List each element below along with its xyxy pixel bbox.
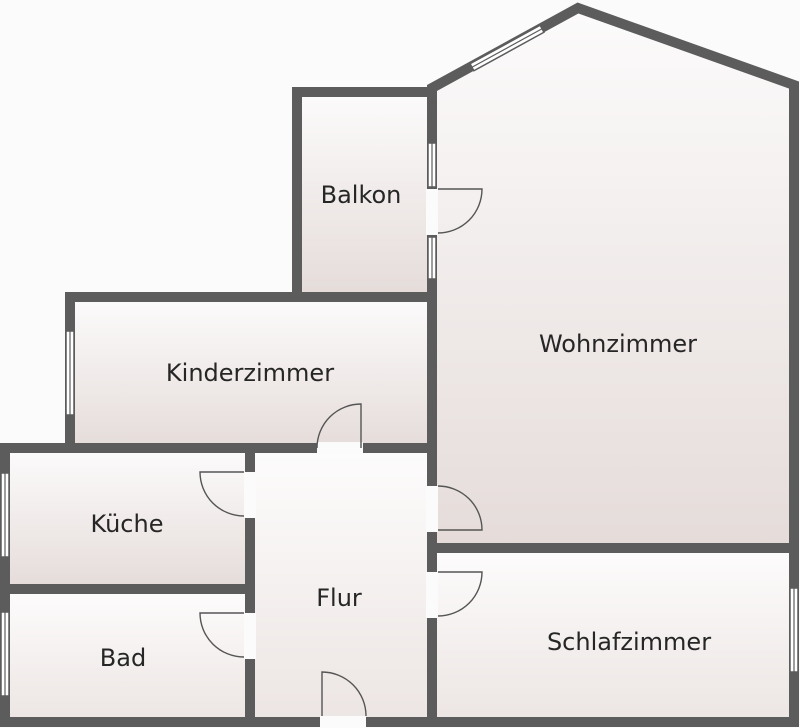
window-balkon-lower <box>427 236 437 280</box>
room-schlafzimmer <box>432 548 794 722</box>
door-kueche <box>199 471 245 517</box>
door-wohnzimmer <box>437 485 483 531</box>
door-balkon <box>437 188 483 234</box>
door-schlafzimmer <box>437 571 483 617</box>
label-balkon: Balkon <box>321 181 402 209</box>
room-balkon <box>297 92 432 295</box>
windows <box>0 24 799 697</box>
label-flur: Flur <box>316 584 362 612</box>
window-schlafzimmer <box>789 587 799 673</box>
window-kueche <box>0 472 10 558</box>
window-bad <box>0 611 10 697</box>
door-entrance <box>321 671 367 717</box>
door-gaps <box>244 189 438 728</box>
label-kueche: Küche <box>91 510 164 538</box>
label-bad: Bad <box>100 644 146 672</box>
door-kinderzimmer <box>316 403 362 449</box>
room-kueche <box>5 450 252 588</box>
window-wohnzimmer-roof <box>469 24 545 72</box>
doors <box>199 188 483 717</box>
window-balkon-upper <box>427 142 437 188</box>
door-bad <box>199 612 245 658</box>
room-kinderzimmer <box>70 298 432 448</box>
label-kinderzimmer: Kinderzimmer <box>166 359 334 387</box>
label-schlafzimmer: Schlafzimmer <box>547 628 711 656</box>
label-wohnzimmer: Wohnzimmer <box>539 330 697 358</box>
room-wohnzimmer <box>432 8 794 548</box>
window-kinderzimmer <box>65 330 75 416</box>
